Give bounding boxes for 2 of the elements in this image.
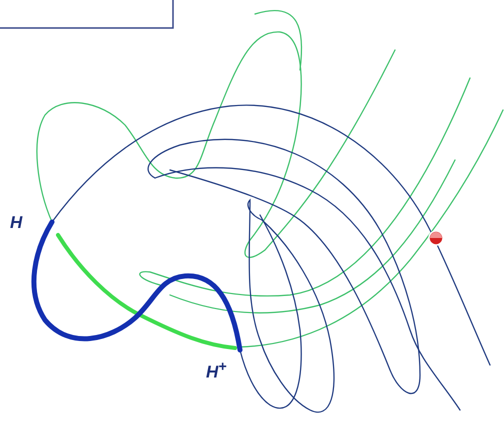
point-label: H$^{+}$ xyxy=(206,360,227,381)
point-label: H xyxy=(10,214,22,231)
